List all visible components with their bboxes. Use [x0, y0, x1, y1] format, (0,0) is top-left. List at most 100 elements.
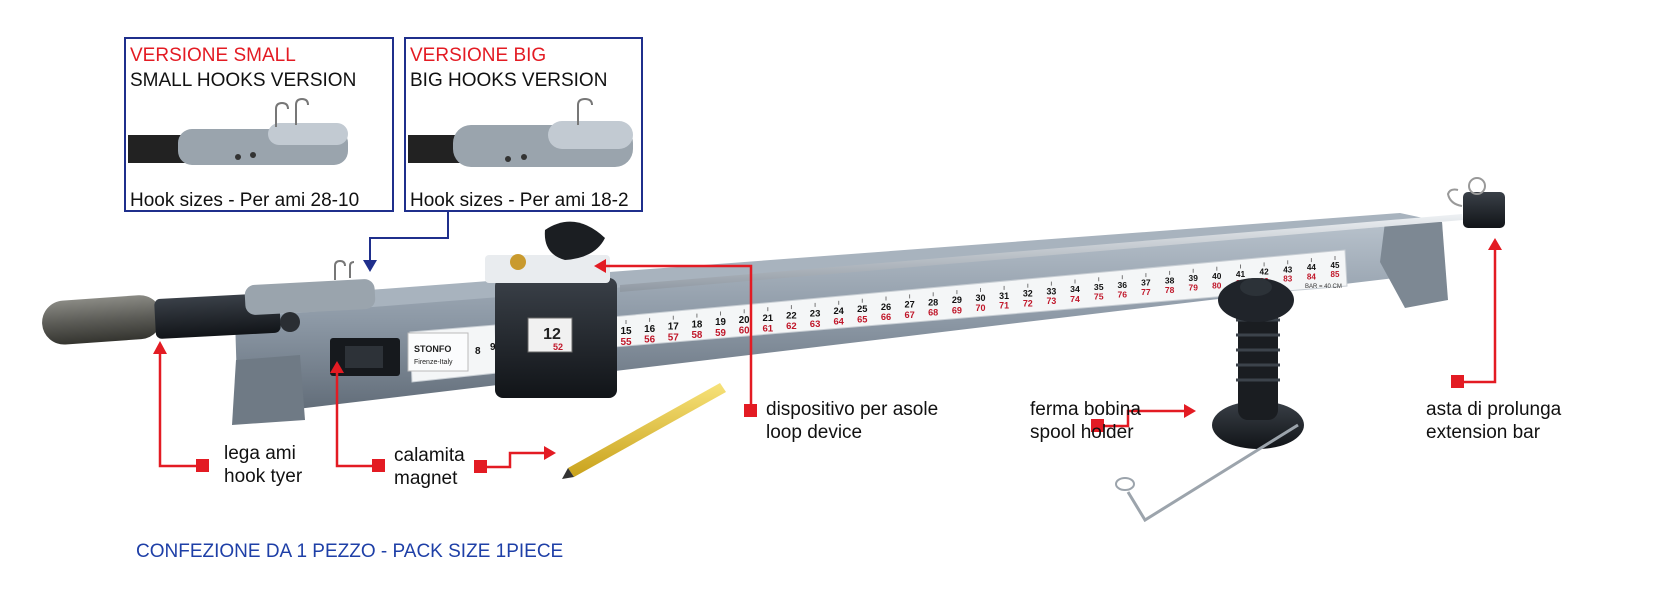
leader-spool-holder	[1098, 409, 1184, 428]
ruler-number-top: 28	[928, 297, 938, 307]
callout-magnet: calamita magnet	[394, 444, 465, 490]
ruler-number-bottom: 60	[739, 326, 750, 337]
leader-loop-device	[604, 264, 753, 411]
magnet-window	[345, 346, 383, 368]
inset-pointer-arrow	[363, 260, 377, 272]
brand-plate	[407, 332, 469, 372]
ruler-number-top: 39	[1189, 273, 1199, 283]
callout-hook-tyer-en: hook tyer	[224, 466, 303, 487]
callout-arrows	[153, 238, 1502, 460]
ruler-number-bottom: 78	[1165, 285, 1175, 295]
inset-big-title-it: VERSIONE BIG	[410, 45, 547, 66]
ruler-number-bottom: 70	[975, 303, 985, 313]
ruler-number-bottom: 58	[691, 330, 702, 341]
big-hook-clamp-image	[408, 97, 633, 167]
leader-pencil	[484, 451, 544, 469]
ruler-number-bottom: 57	[668, 333, 679, 344]
spool-holder-eye	[1115, 477, 1135, 491]
inset-pointer-line	[369, 210, 449, 262]
ruler-number-bottom: 72	[1023, 299, 1033, 309]
inset-big-title-en: BIG HOOKS VERSION	[410, 70, 608, 91]
handle-clamp	[244, 279, 376, 315]
counter-bottom: 52	[553, 342, 563, 352]
ruler-number-top: 38	[1165, 275, 1175, 285]
ruler-number-bottom: 75	[1094, 292, 1104, 302]
ruler-number-bottom: 64	[833, 316, 844, 327]
callout-hook-tyer-it: lega ami	[224, 443, 296, 464]
ruler-number-bottom: 59	[715, 328, 726, 339]
callout-loop-device-it: dispositivo per asole	[766, 399, 939, 420]
ruler-number-top: 16	[644, 324, 655, 335]
ruler-number-bottom: 65	[857, 314, 867, 324]
ruler-number-bottom: 85	[1331, 270, 1340, 279]
ruler-number-bottom: 80	[1212, 280, 1222, 290]
callout-extension-bar-it: asta di prolunga	[1426, 399, 1562, 420]
spool-holder-cap-top	[1240, 278, 1272, 296]
loop-device-top	[485, 255, 610, 283]
extension-rod-spring	[1468, 177, 1486, 195]
leader-hook-tyer	[158, 352, 208, 468]
ruler-number-bottom: 76	[1118, 289, 1128, 299]
ruler-number-top: 37	[1141, 278, 1151, 288]
ruler-number-bottom: 71	[999, 301, 1009, 311]
inset-small-version: VERSIONE SMALL SMALL HOOKS VERSION Hook …	[124, 37, 394, 212]
ruler-numbers: 1555165617571858195920602161226223632464…	[475, 261, 1342, 357]
ruler-number-top: 24	[833, 305, 844, 316]
ruler-number-top: 41	[1236, 269, 1246, 279]
callout-loop-device: dispositivo per asole loop device	[766, 398, 938, 444]
extension-rod-head	[1463, 192, 1505, 228]
ruler-number-bottom: 79	[1189, 283, 1199, 293]
callout-magnet-en: magnet	[394, 468, 458, 489]
ruler-number-top: 26	[881, 302, 891, 312]
ruler-number-top: 35	[1094, 282, 1104, 292]
ruler-number-top: 29	[952, 295, 962, 305]
ruler-number-top: 20	[739, 315, 750, 326]
brand-name: STONFO	[414, 344, 451, 354]
extension-rod	[620, 214, 1463, 292]
counter-window	[527, 317, 573, 353]
ruler-number-top: 40	[1212, 271, 1222, 281]
ruler-number-top: 32	[1023, 289, 1033, 299]
inset-small-hook-sizes: Hook sizes - Per ami 28-10	[130, 190, 360, 211]
callout-hook-tyer: lega ami hook tyer	[224, 442, 302, 488]
clamp-hooks	[334, 259, 355, 280]
ruler-number-top: 23	[810, 308, 821, 319]
pack-size-note: CONFEZIONE DA 1 PEZZO - PACK SIZE 1PIECE	[136, 541, 564, 562]
spool-holder-wire	[1126, 423, 1299, 523]
ruler-ticks	[625, 256, 1336, 324]
leader-magnet	[335, 372, 383, 468]
bar-right-foot	[1380, 222, 1448, 308]
callout-leaders	[158, 248, 1497, 469]
ruler-number-bottom: 83	[1283, 275, 1293, 284]
clamp-knob	[280, 312, 300, 332]
ruler-number-bottom: 67	[904, 310, 914, 320]
pencil	[568, 383, 726, 477]
ruler-number-top: 18	[691, 319, 702, 330]
callout-spool-holder: ferma bobina spool holder	[1030, 398, 1141, 444]
ruler-number-top: 22	[786, 311, 797, 322]
callout-magnet-it: calamita	[394, 445, 465, 466]
ruler-number-start: 8	[475, 346, 481, 357]
ruler-number-bottom: 74	[1070, 294, 1080, 304]
ruler-number-bottom: 61	[762, 323, 773, 334]
counter-top: 12	[543, 326, 561, 343]
pencil-tip	[562, 468, 574, 479]
loop-device-screw	[510, 254, 526, 270]
ruler-number-top: 30	[975, 293, 985, 303]
loop-device-knob	[544, 221, 605, 260]
ruler-number-top: 34	[1070, 284, 1080, 294]
ruler-number-start: 9	[490, 342, 496, 353]
ruler-number-top: 15	[620, 326, 632, 337]
ruler-number-top: 31	[999, 291, 1009, 301]
bar-left-foot	[232, 355, 305, 425]
ruler-number-bottom: 62	[786, 321, 797, 332]
callout-spool-holder-en: spool holder	[1030, 422, 1134, 443]
ruler-number-top: 42	[1260, 268, 1270, 277]
spool-holder-column	[1238, 300, 1278, 420]
small-hook-clamp-image	[128, 97, 348, 165]
ruler-number-top: 27	[904, 300, 914, 310]
inset-big-hook-sizes: Hook sizes - Per ami 18-2	[410, 190, 629, 211]
ruler-number-top: 43	[1283, 265, 1293, 274]
